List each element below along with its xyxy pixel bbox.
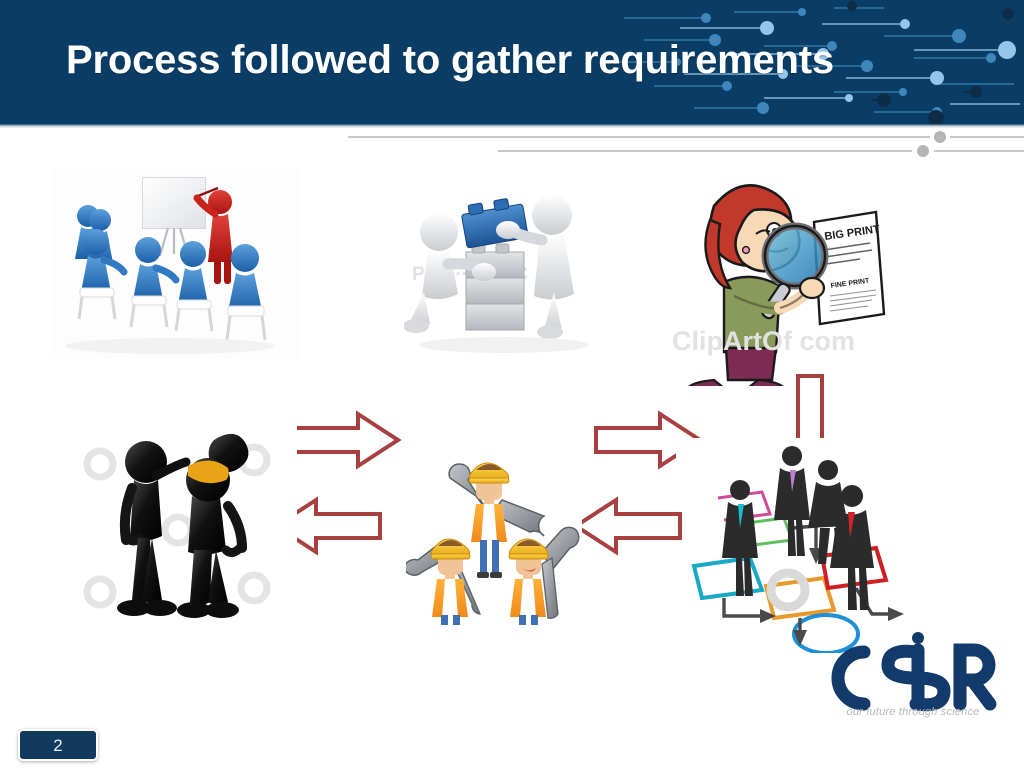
page-number-badge: 2 <box>18 729 98 761</box>
page-number: 2 <box>53 735 63 755</box>
business-process-flowchart <box>676 438 916 653</box>
stock-watermark: ClipArtOf com <box>672 326 855 356</box>
workshop-training-session <box>50 168 300 358</box>
circuit-pattern-icon <box>604 1 1020 124</box>
csir-logo <box>831 632 997 712</box>
slide-title: Process followed to gather requirements <box>66 38 834 82</box>
csir-tagline: our future through science <box>846 706 980 718</box>
document-review-magnifier: BIG PRINT FINE PRINT <box>662 164 892 386</box>
handshake-agreement-figures <box>82 422 297 647</box>
engineering-team-wrenches <box>406 440 582 625</box>
slide-header: Process followed to gather requirements <box>0 0 1024 124</box>
process-diagram: Pre·······ed C <box>0 150 1024 768</box>
header-underline <box>0 124 1024 128</box>
header-circuit-divider <box>348 131 1024 157</box>
building-blocks-collaboration: Pre·······ed C <box>404 180 619 360</box>
arrow-model-to-build <box>572 496 682 556</box>
arrow-workshop-to-collate <box>292 410 402 470</box>
